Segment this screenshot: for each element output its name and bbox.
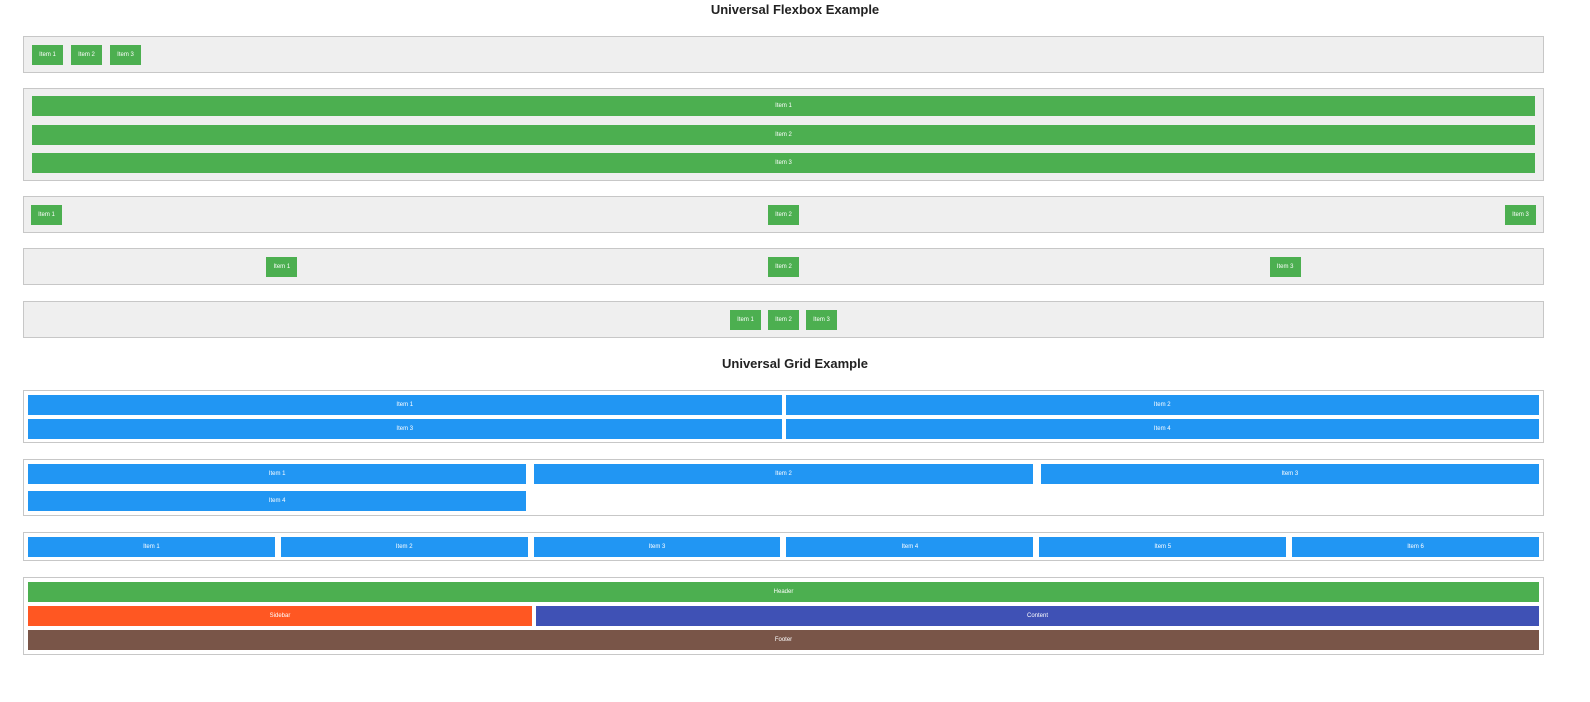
flex-item: Item 1 — [31, 204, 62, 225]
grid-container-page-layout: Header Sidebar Content Footer — [23, 577, 1544, 655]
layout-content: Content — [536, 606, 1539, 626]
grid-item: Item 1 — [28, 537, 275, 557]
flex-item: Item 2 — [32, 124, 1535, 145]
flex-item: Item 1 — [266, 256, 298, 277]
flex-container-center: Item 1 Item 2 Item 3 — [23, 301, 1544, 338]
flex-item: Item 1 — [32, 44, 63, 65]
flex-item: Item 3 — [1269, 256, 1301, 277]
grid-item: Item 4 — [28, 491, 527, 511]
grid-container-two-columns: Item 1 Item 2 Item 3 Item 4 — [23, 390, 1544, 443]
grid-item: Item 3 — [1040, 464, 1539, 484]
flex-container-space-around: Item 1 Item 2 Item 3 — [23, 248, 1544, 285]
flex-container-row-start: Item 1 Item 2 Item 3 — [23, 36, 1544, 73]
layout-header: Header — [28, 582, 1539, 602]
flex-item: Item 3 — [110, 44, 141, 65]
grid-item: Item 3 — [533, 537, 781, 557]
grid-item: Item 6 — [1292, 537, 1539, 557]
grid-item: Item 1 — [28, 464, 527, 484]
grid-item: Item 4 — [786, 537, 1034, 557]
grid-item: Item 2 — [534, 464, 1033, 484]
flex-container-space-between: Item 1 Item 2 Item 3 — [23, 196, 1544, 233]
flex-container-column: Item 1 Item 2 Item 3 — [23, 88, 1544, 181]
flex-item: Item 3 — [32, 153, 1535, 173]
layout-sidebar: Sidebar — [28, 606, 532, 626]
grid-container-six-columns: Item 1 Item 2 Item 3 Item 4 Item 5 Item … — [23, 532, 1544, 561]
grid-container-three-columns: Item 1 Item 2 Item 3 Item 4 — [23, 459, 1544, 516]
flexbox-title: Universal Flexbox Example — [710, 2, 880, 17]
flex-item: Item 2 — [768, 309, 799, 330]
grid-title: Universal Grid Example — [722, 356, 868, 371]
layout-footer: Footer — [28, 630, 1539, 650]
grid-item: Item 1 — [28, 395, 782, 415]
flex-item: Item 2 — [767, 256, 799, 277]
flex-item: Item 3 — [806, 309, 837, 330]
grid-item: Item 2 — [785, 395, 1539, 415]
flex-item: Item 2 — [768, 204, 799, 225]
flex-item: Item 2 — [71, 44, 102, 65]
grid-item: Item 5 — [1039, 537, 1287, 557]
flex-item: Item 3 — [1505, 204, 1536, 225]
flex-item: Item 1 — [32, 96, 1535, 116]
grid-item: Item 2 — [280, 537, 528, 557]
flex-item: Item 1 — [730, 309, 761, 330]
grid-item: Item 3 — [28, 419, 782, 439]
grid-item: Item 4 — [785, 419, 1539, 439]
